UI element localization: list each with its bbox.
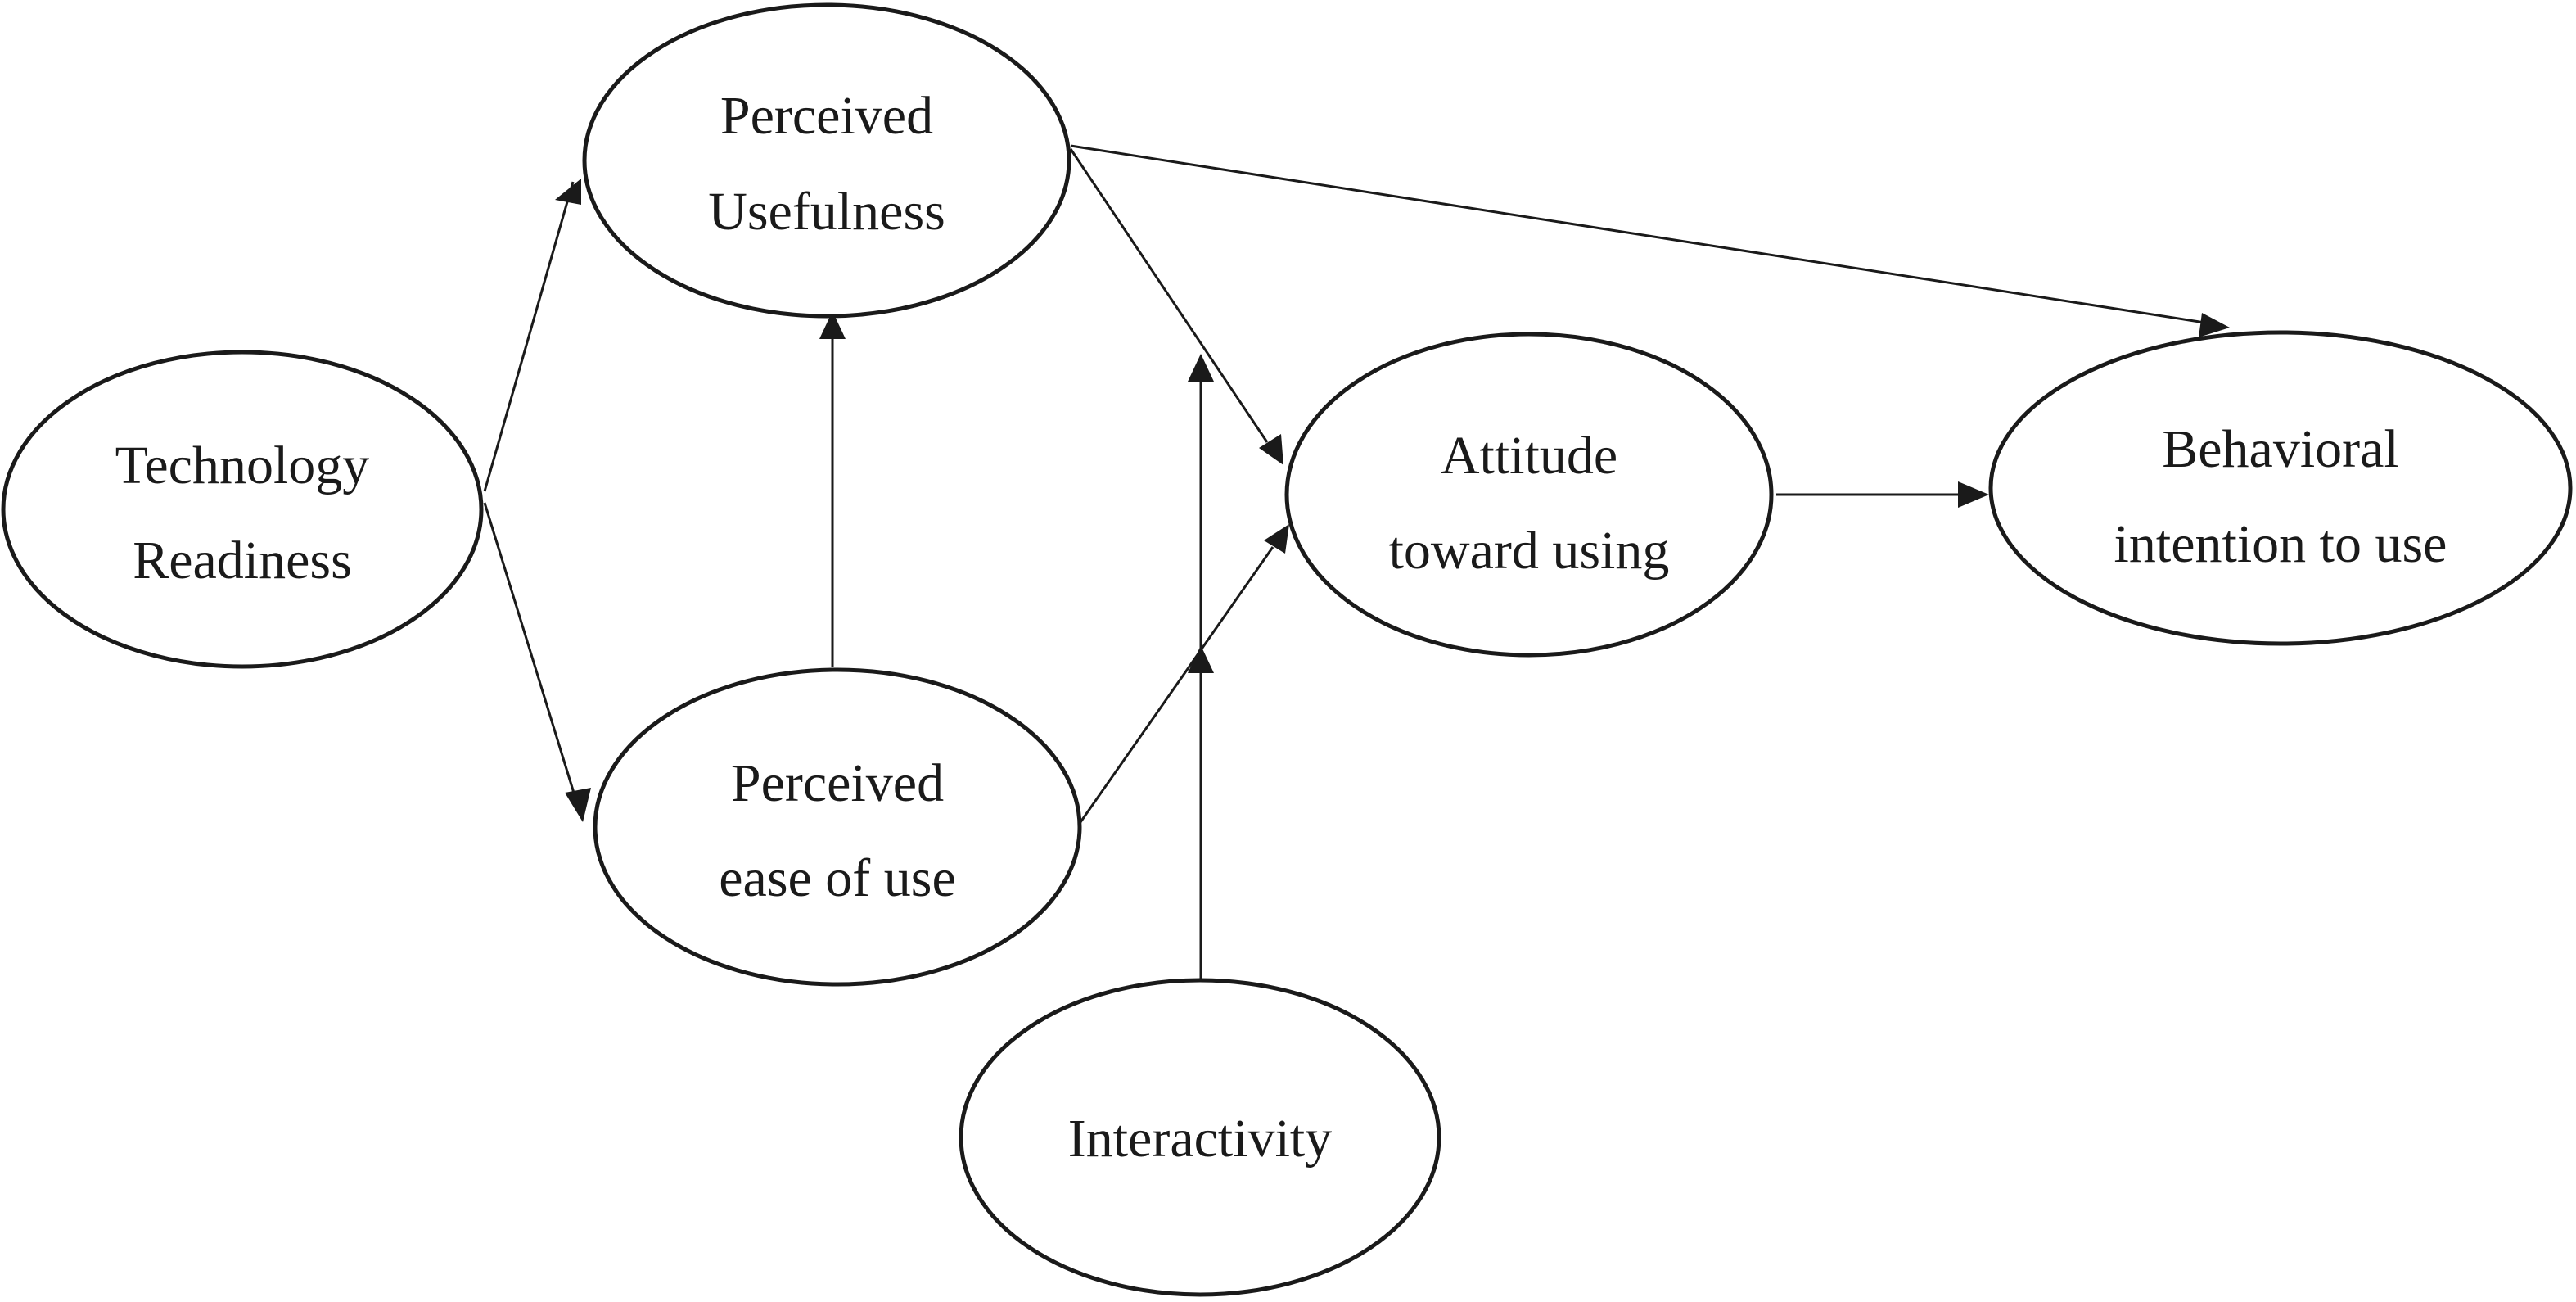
node-perceived-ease-of-use-label-1: Perceived — [731, 753, 944, 813]
arrowhead-att-to-bi — [1958, 481, 1989, 508]
node-perceived-ease-of-use: Perceived ease of use — [593, 667, 1082, 987]
arrowhead-tr-to-pu — [555, 179, 581, 205]
node-perceived-ease-of-use-ellipse — [593, 667, 1082, 987]
arrowhead-tr-to-peou — [565, 788, 591, 822]
node-perceived-usefulness-label-1: Perceived — [720, 86, 933, 146]
node-perceived-ease-of-use-label-2: ease of use — [719, 848, 956, 908]
edges — [483, 144, 2230, 983]
node-perceived-usefulness: Perceived Usefulness — [582, 2, 1071, 319]
node-technology-readiness-label-1: Technology — [115, 436, 370, 495]
node-attitude-toward-using-ellipse — [1284, 332, 1774, 658]
node-interactivity-ellipse — [959, 978, 1441, 1297]
node-technology-readiness-ellipse — [1, 350, 484, 669]
arrowhead-interactivity-to-peou-att — [1188, 645, 1214, 673]
node-attitude-toward-using: Attitude toward using — [1284, 332, 1774, 658]
node-perceived-usefulness-label-2: Usefulness — [708, 182, 945, 242]
node-behavioral-intention: Behavioral intention to use — [1988, 330, 2573, 646]
node-behavioral-intention-ellipse — [1988, 330, 2573, 646]
node-technology-readiness: Technology Readiness — [1, 350, 484, 669]
node-behavioral-intention-label-1: Behavioral — [2162, 419, 2399, 479]
arrowhead-pu-to-bi — [2199, 313, 2230, 337]
edge-pu-to-att — [1069, 148, 1269, 443]
node-perceived-usefulness-ellipse — [582, 2, 1071, 319]
edge-peou-to-att — [1079, 546, 1274, 823]
arrowhead-interactivity-to-pu-att — [1188, 354, 1214, 382]
arrowhead-peou-to-att — [1264, 524, 1289, 554]
edge-tr-to-peou — [483, 502, 578, 802]
edge-tr-to-pu — [483, 181, 575, 492]
node-interactivity: Interactivity — [959, 978, 1441, 1297]
node-technology-readiness-label-2: Readiness — [133, 531, 352, 590]
node-attitude-toward-using-label-1: Attitude — [1441, 426, 1617, 486]
node-attitude-toward-using-label-2: toward using — [1389, 521, 1670, 581]
arrowhead-peou-to-pu — [819, 311, 846, 339]
edge-pu-to-bi — [1070, 144, 2211, 325]
node-interactivity-label: Interactivity — [1068, 1109, 1333, 1169]
node-behavioral-intention-label-2: intention to use — [2114, 514, 2447, 574]
arrowhead-pu-to-att — [1259, 434, 1283, 465]
